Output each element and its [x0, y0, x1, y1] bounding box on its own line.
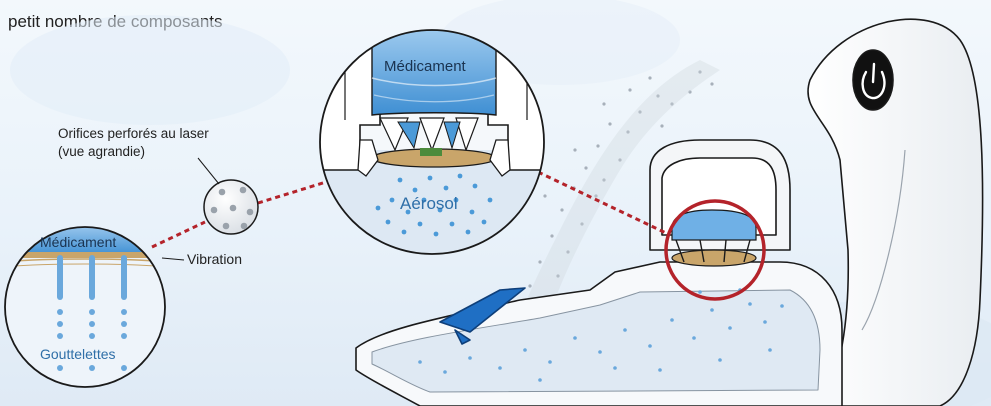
laser-hole-sphere	[204, 180, 258, 234]
laser-holes-label: Orifices perforés au laser (vue agrandie…	[58, 125, 209, 161]
laser-holes-label-line1: Orifices perforés au laser	[58, 125, 209, 143]
device-mesh-module	[672, 210, 756, 266]
vibration-leader	[162, 258, 184, 260]
vibration-label: Vibration	[187, 251, 242, 267]
medication-label-left: Médicament	[40, 234, 116, 250]
laser-label-leader	[198, 158, 219, 184]
aerosol-label: Aérosol	[400, 194, 458, 214]
droplets-label: Gouttelettes	[38, 346, 118, 362]
laser-holes-label-line2: (vue agrandie)	[58, 143, 209, 161]
medication-label-top: Médicament	[384, 58, 466, 75]
